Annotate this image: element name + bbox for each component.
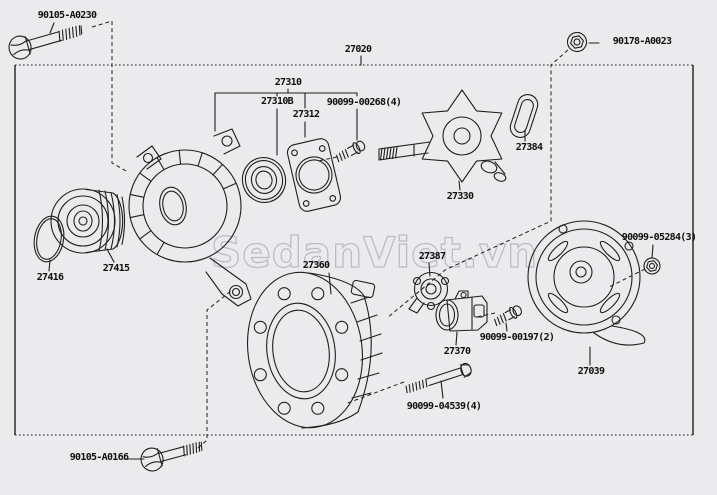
part-label-27310: 27310 bbox=[274, 77, 302, 88]
part-label-90105-A0230: 90105-A0230 bbox=[37, 10, 97, 21]
brush-holder-drawing bbox=[408, 271, 450, 314]
part-label-27310B: 27310B bbox=[261, 96, 294, 107]
part-label-27384: 27384 bbox=[515, 142, 543, 153]
diagram-frame bbox=[14, 64, 694, 436]
part-label-90099-00197: 90099-00197(2) bbox=[479, 332, 555, 343]
regulator-screw-drawing bbox=[494, 305, 522, 327]
terminal-nut-drawing bbox=[566, 31, 588, 53]
part-label-27415: 27415 bbox=[102, 263, 130, 274]
part-label-90178-A0023: 90178-A0023 bbox=[612, 36, 672, 47]
bolt-lower-drawing bbox=[140, 441, 203, 472]
rear-end-cover-drawing bbox=[527, 220, 646, 346]
part-label-27020: 27020 bbox=[344, 44, 372, 55]
callout-leaders bbox=[48, 22, 654, 460]
part-label-27312: 27312 bbox=[292, 109, 320, 120]
part-label-27370: 27370 bbox=[443, 346, 471, 357]
part-label-27387: 27387 bbox=[418, 251, 446, 262]
cover-nut-drawing bbox=[643, 257, 661, 275]
front-bearing-drawing bbox=[241, 157, 287, 203]
terminal-insulator-drawing bbox=[509, 94, 539, 138]
part-label-90099-00268: 90099-00268(4) bbox=[326, 97, 402, 108]
bearing-retainer-drawing bbox=[286, 138, 342, 212]
part-label-27039: 27039 bbox=[577, 366, 605, 377]
part-label-27416: 27416 bbox=[36, 272, 64, 283]
pulley-oring-drawing bbox=[33, 215, 65, 263]
part-label-90099-04539: 90099-04539(4) bbox=[406, 401, 482, 412]
part-label-27330: 27330 bbox=[446, 191, 474, 202]
voltage-regulator-drawing bbox=[435, 290, 488, 332]
through-bolt-drawing bbox=[405, 362, 472, 394]
front-bracket-drawing bbox=[128, 128, 252, 307]
part-label-27360: 27360 bbox=[302, 260, 330, 271]
retainer-screw-drawing bbox=[336, 140, 366, 163]
bolt-front-upper-drawing bbox=[8, 25, 83, 60]
rotor-drawing bbox=[378, 89, 507, 183]
part-label-90105-A0166: 90105-A0166 bbox=[69, 452, 129, 463]
stator-drawing bbox=[246, 271, 383, 429]
pulley-drawing bbox=[50, 188, 126, 254]
assembly-dashed-leaders bbox=[91, 20, 646, 449]
watermark-text: SedanViet.vn bbox=[211, 228, 538, 277]
part-label-90099-05284: 90099-05284(3) bbox=[621, 232, 697, 243]
